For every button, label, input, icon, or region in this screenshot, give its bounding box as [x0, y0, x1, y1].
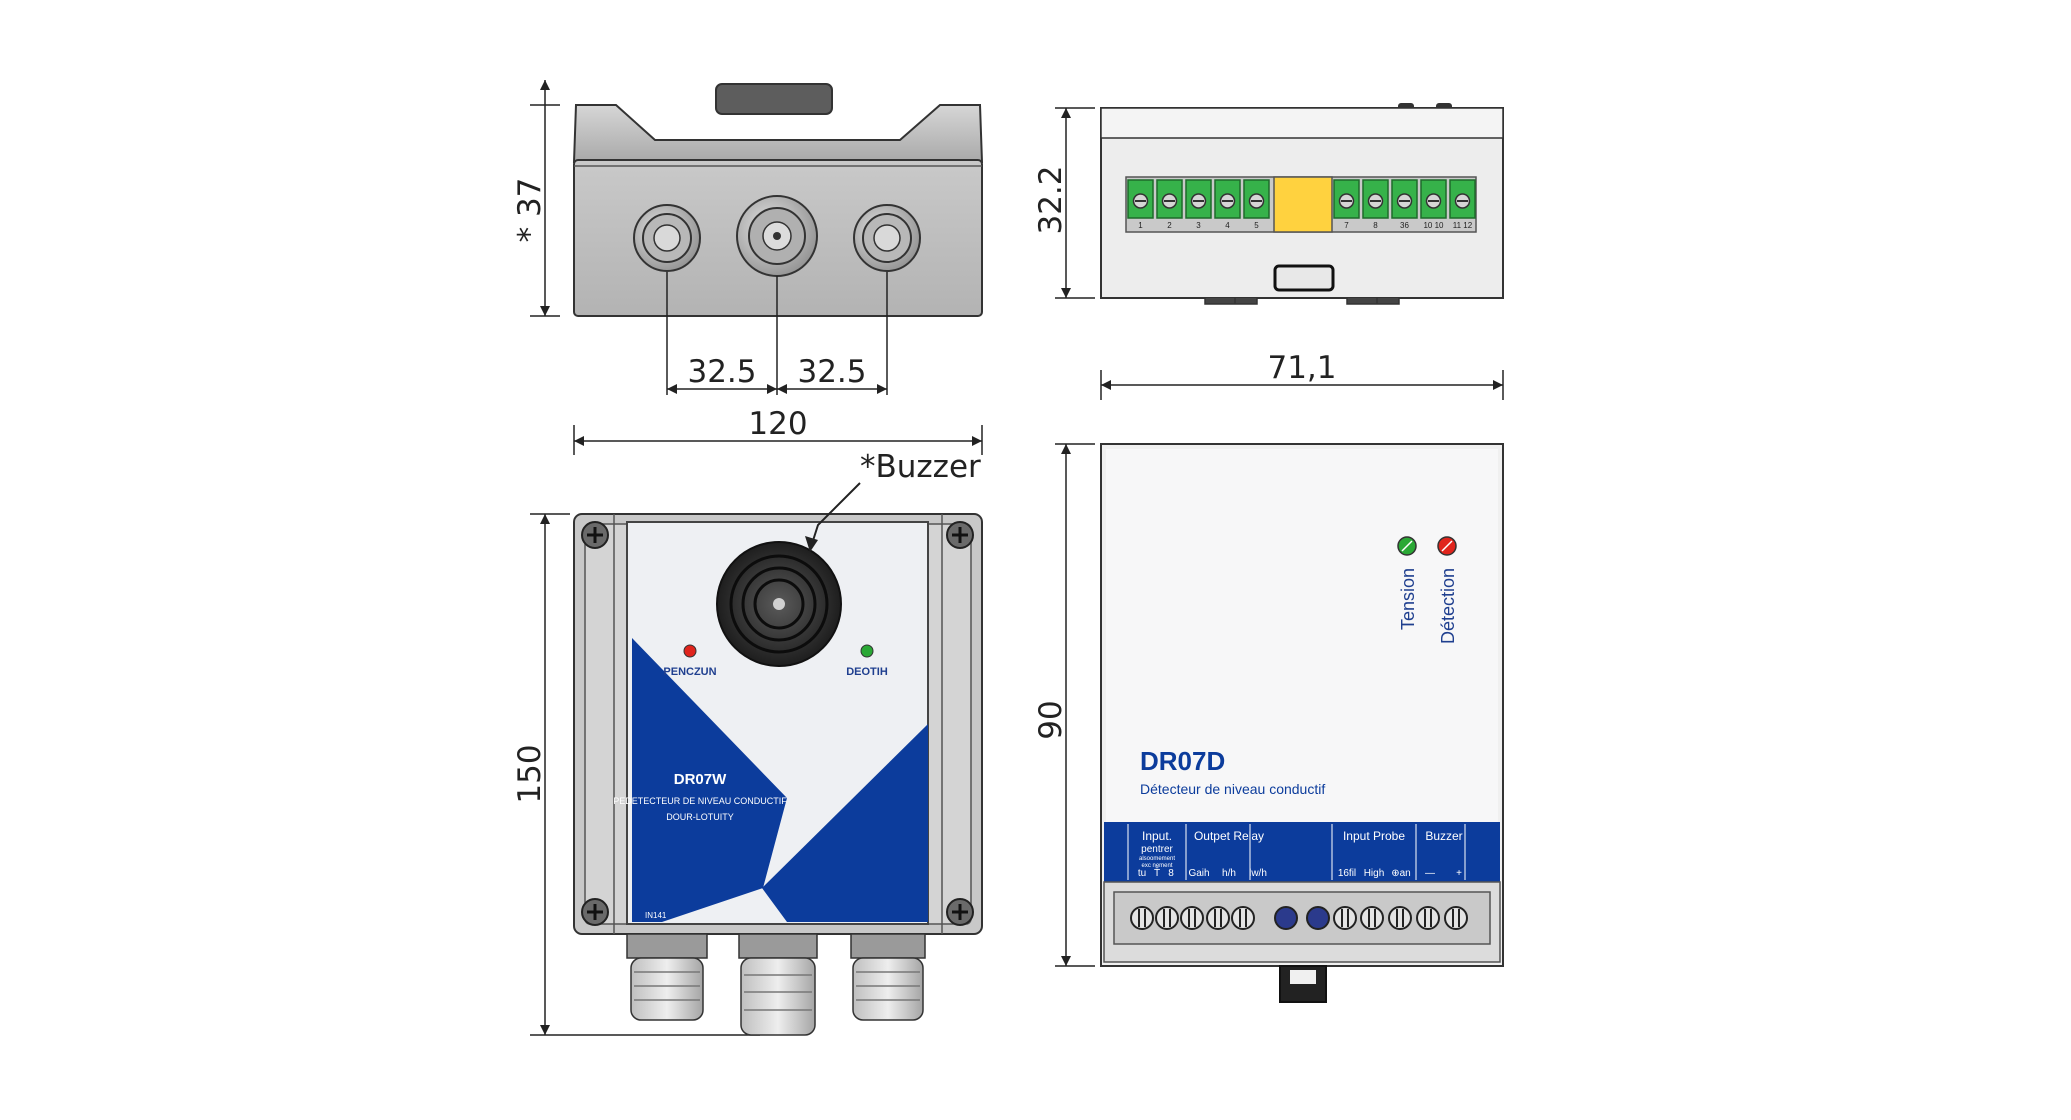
group-title: Input Probe [1343, 829, 1405, 843]
terminal-screw-icon [1444, 906, 1468, 930]
led-green [860, 644, 874, 658]
terminal-screw-icon [1130, 906, 1154, 930]
dim-left-height: * 37 [512, 178, 548, 243]
terminal-number: 11 12 [1453, 221, 1473, 230]
buzzer-callout: *Buzzer [860, 449, 981, 485]
led-detection-label: Détection [1438, 568, 1458, 644]
terminal-number: 5 [1254, 221, 1259, 230]
cable-gland-top [715, 83, 833, 115]
group-title: Input. [1142, 829, 1172, 843]
right-front-view: 71,1 90 Tension Détection DR07D Détecteu… [1033, 350, 1504, 1003]
right-subtitle: Détecteur de niveau conductif [1140, 781, 1325, 797]
terminal-sub-label: h/h [1222, 868, 1236, 879]
terminal-screw-icon [1180, 906, 1204, 930]
dim-gland-spacing-right: 32.5 [797, 354, 866, 390]
terminal-number: 7 [1344, 221, 1349, 230]
terminal-number: 2 [1167, 221, 1172, 230]
gland-left [633, 204, 701, 272]
dim-right-top-height: 32.2 [1033, 165, 1069, 234]
bottom-glands [626, 933, 926, 1036]
dim-gland-spacing-left: 32.5 [687, 354, 756, 390]
blue-accent-right [762, 724, 928, 922]
group-note: exc nement [1141, 863, 1172, 869]
right-top-view: 1 2 3 4 5 7 8 36 10 10 11 12 32.2 [1033, 103, 1504, 305]
terminal-sub-label: ⊕an [1391, 868, 1411, 879]
dim-left-width: 120 [748, 406, 807, 442]
led-left-label: PENCZUN [663, 666, 716, 678]
gland-right [853, 204, 921, 272]
terminal-sub-label: — [1425, 868, 1435, 879]
group-title: Outpet Relay [1194, 829, 1264, 843]
led-tension-label: Tension [1398, 568, 1418, 630]
dim-right-height: 90 [1033, 700, 1069, 739]
buzzer [716, 541, 842, 667]
terminal-screw-icon [1231, 906, 1255, 930]
terminal-sub-label: 16fil [1338, 868, 1356, 879]
blue-terminal-icon [1306, 906, 1330, 930]
left-subtitle: PEDETECTEUR DE NIVEAU CONDUCTIF [613, 796, 787, 806]
dim-left-total-height: 150 [512, 744, 548, 803]
label-band [1104, 822, 1500, 882]
terminal-screw-icon [1333, 906, 1357, 930]
gland-center [736, 195, 818, 277]
top-terminal-block: 1 2 3 4 5 7 8 36 10 10 11 12 [1127, 179, 1476, 230]
terminal-sub-label: 8 [1168, 868, 1174, 879]
left-subtitle2: DOUR-LOTUITY [666, 812, 734, 822]
group-title-2: pentrer [1141, 844, 1173, 855]
terminal-screw-icon [1360, 906, 1384, 930]
terminal-sub-label: + [1456, 868, 1462, 879]
right-model: DR07D [1140, 746, 1225, 776]
front-terminal-screws [1130, 906, 1468, 930]
left-model: DR07W [674, 771, 727, 788]
terminal-number: 3 [1196, 221, 1201, 230]
terminal-sub-label: tu [1138, 868, 1146, 879]
left-side-view: * 37 32.5 32.5 [512, 80, 984, 395]
led-red [683, 644, 697, 658]
terminal-screw-icon [1155, 906, 1179, 930]
blue-terminal-icon [1274, 906, 1298, 930]
terminal-number: 1 [1138, 221, 1143, 230]
terminal-sub-label: Gaih [1188, 868, 1209, 879]
group-note: alsoomement [1139, 856, 1175, 862]
left-code: IN141 [645, 911, 667, 920]
yellow-connector [1273, 176, 1333, 233]
screw-icon [581, 521, 974, 926]
terminal-screw-icon [1206, 906, 1230, 930]
dim-right-width: 71,1 [1267, 350, 1336, 386]
terminal-number: 8 [1373, 221, 1378, 230]
left-front-view: 120 150 *Buzzer PENCZUN DEOTI [512, 406, 983, 1036]
terminal-number: 10 10 [1423, 221, 1444, 230]
blue-accent-left [632, 638, 787, 922]
group-title: Buzzer [1425, 829, 1462, 843]
terminal-number: 36 [1400, 221, 1409, 230]
din-clip-latch [1273, 264, 1335, 292]
terminal-sub-label: High [1364, 868, 1385, 879]
terminal-number: 4 [1225, 221, 1230, 230]
led-right-label: DEOTIH [846, 666, 888, 678]
terminal-screw-icon [1388, 906, 1412, 930]
terminal-sub-label: T̄ [1154, 866, 1160, 879]
terminal-screw-icon [1416, 906, 1440, 930]
terminal-sub-label: lw/h [1249, 868, 1267, 879]
